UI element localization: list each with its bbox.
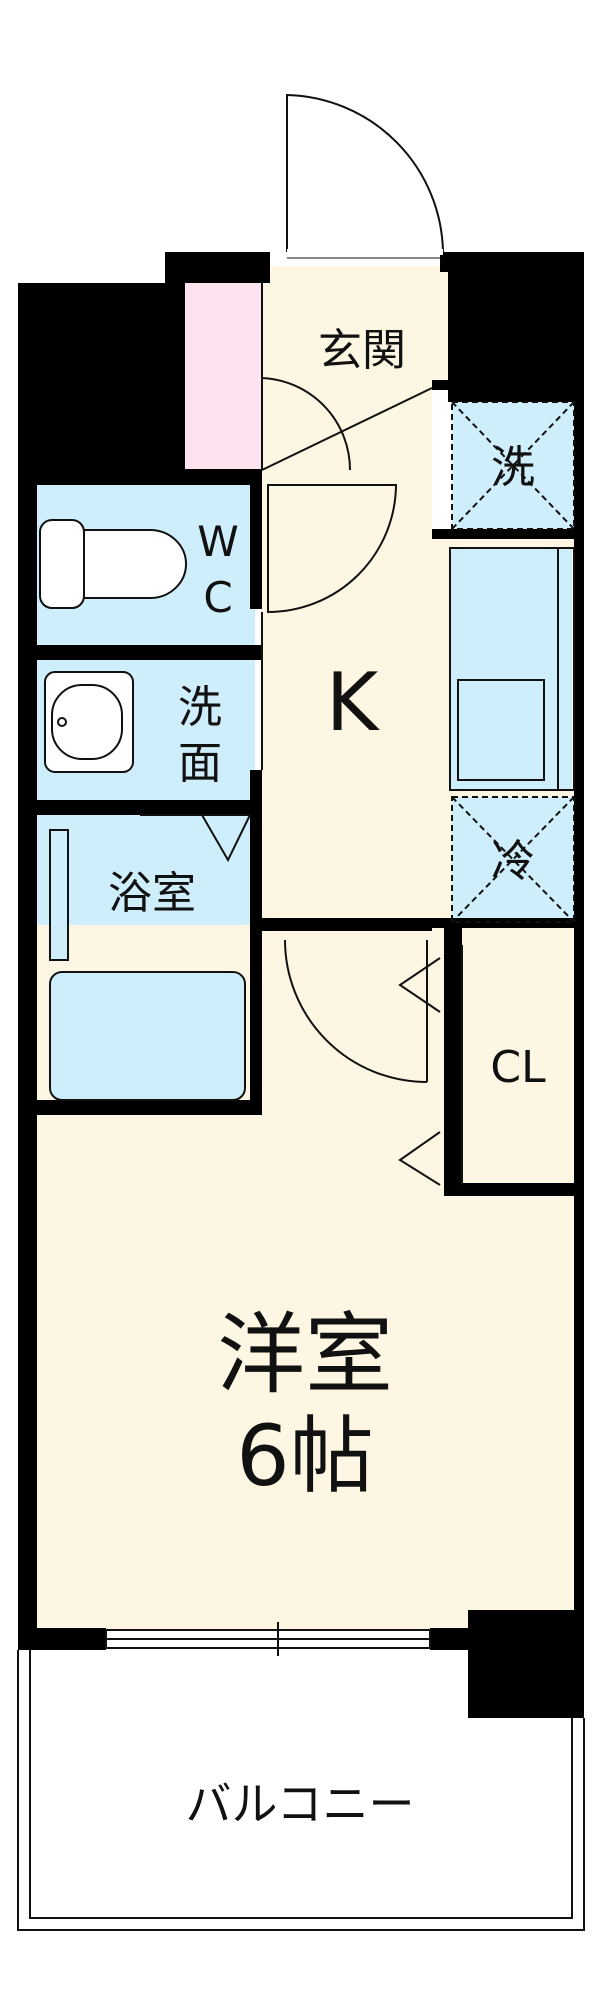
wc-door[interactable] bbox=[261, 377, 398, 614]
washbasin bbox=[44, 671, 134, 773]
closet-doors[interactable] bbox=[398, 945, 463, 1186]
western-room-floor-ext bbox=[262, 1100, 462, 1200]
genkan-label: 玄関 bbox=[318, 325, 406, 376]
toilet bbox=[39, 519, 187, 609]
western-room-label: 洋室 bbox=[217, 1303, 393, 1406]
sink-counter bbox=[450, 548, 572, 790]
washer-label: 洗 bbox=[491, 442, 535, 493]
bath-door[interactable] bbox=[140, 612, 263, 863]
room-door[interactable] bbox=[284, 939, 428, 1083]
senmen-label-2: 面 bbox=[178, 738, 222, 789]
washer-box bbox=[451, 401, 575, 530]
washer-space bbox=[452, 402, 574, 529]
kitchen-floor bbox=[262, 388, 432, 925]
fridge-box bbox=[451, 796, 575, 923]
entrance-door[interactable] bbox=[286, 93, 444, 259]
kitchen-sink bbox=[449, 547, 575, 791]
kitchen-label: K bbox=[326, 656, 381, 749]
balcony bbox=[17, 1650, 585, 1931]
closet-label: CL bbox=[490, 1042, 546, 1093]
bathtub bbox=[49, 829, 246, 1101]
wc-label-w: W bbox=[197, 517, 239, 566]
walls bbox=[18, 252, 584, 1718]
fridge-label: 冷 bbox=[491, 836, 535, 887]
balcony-label: バルコニー bbox=[185, 1777, 414, 1831]
western-room-size-label: 6帖 bbox=[236, 1407, 373, 1505]
wc-label-c: C bbox=[203, 573, 232, 622]
senmen-label-1: 洗 bbox=[178, 682, 222, 733]
balcony-window[interactable] bbox=[105, 1622, 431, 1656]
genkan-shoe-cabinet bbox=[185, 283, 262, 469]
yokushitsu-label: 浴室 bbox=[108, 868, 196, 919]
